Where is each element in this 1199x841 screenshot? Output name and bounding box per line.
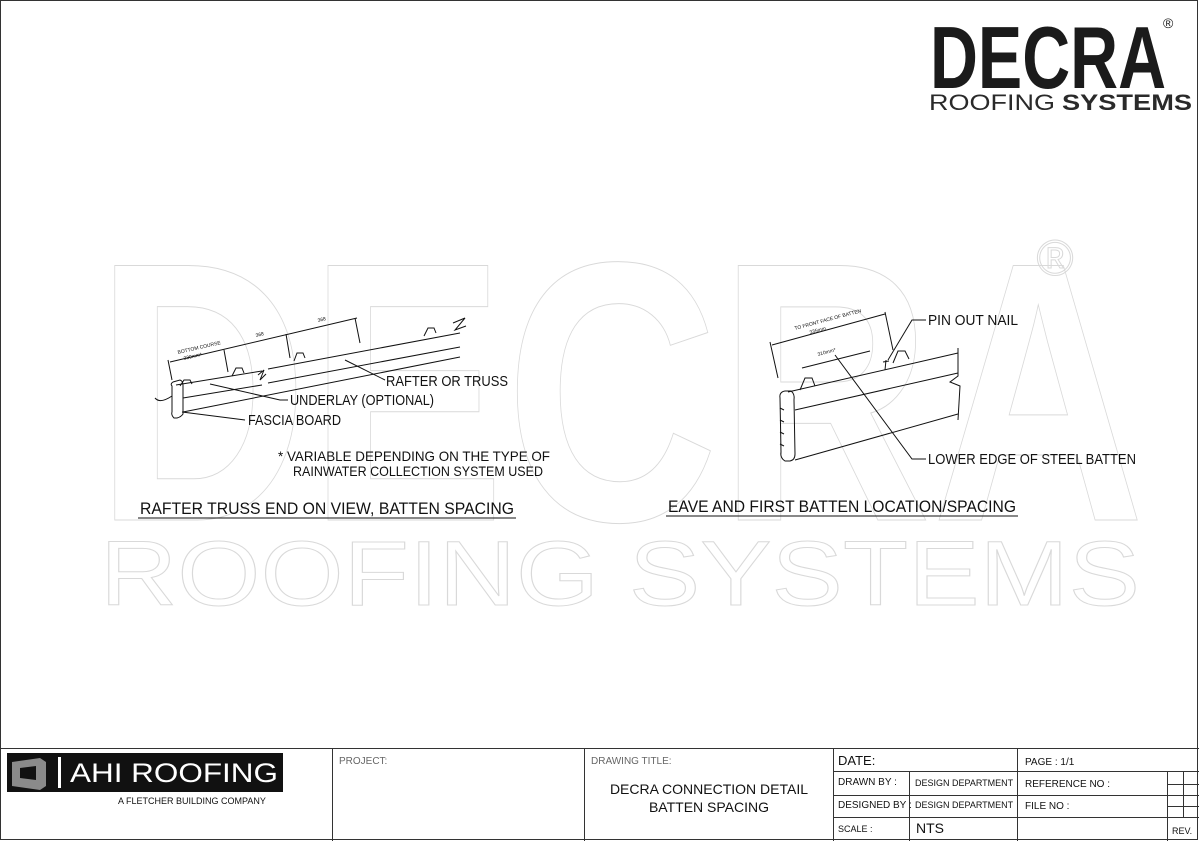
- company-tagline: A FLETCHER BUILDING COMPANY: [118, 796, 266, 806]
- roof-sheet-line: [175, 332, 461, 386]
- leader-fascia: [181, 411, 246, 421]
- batten-4: [423, 327, 437, 337]
- dim-bottom-value: 330mm*: [183, 352, 203, 362]
- break-line-1: [257, 369, 267, 381]
- ahi-logo: AHI ROOFING: [7, 753, 283, 792]
- watermark-word: DECRA: [95, 186, 1145, 599]
- right-dim-inner-value: 310mm*: [817, 347, 837, 358]
- reference-label: REFERENCE NO :: [1025, 779, 1111, 790]
- batten-1: [179, 379, 193, 387]
- logo-sub-roofing: ROOFING: [929, 90, 1055, 115]
- label-underlay: UNDERLAY (OPTIONAL): [290, 392, 434, 409]
- scale-label: SCALE :: [838, 824, 873, 834]
- dim-mid: 368: [255, 331, 265, 339]
- right-rafter-lines: [794, 372, 959, 461]
- watermark: DECRA ROOFING SYSTEMS ®: [95, 186, 1146, 626]
- detail-right-text: TO FRONT FACE OF BATTEN 335mm 310mm* PIN…: [666, 308, 1136, 517]
- dim-right: 368: [317, 316, 327, 324]
- label-fascia: FASCIA BOARD: [248, 412, 341, 429]
- drawing-title-label: DRAWING TITLE:: [591, 756, 672, 767]
- dim-lines-left: [167, 317, 361, 381]
- label-rafter: RAFTER OR TRUSS: [386, 373, 508, 390]
- note-line-2: RAINWATER COLLECTION SYSTEM USED: [293, 463, 543, 479]
- right-fascia-notches: [779, 407, 785, 447]
- date-label: DATE:: [838, 753, 876, 768]
- drawing-title-line-2: BATTEN SPACING: [648, 799, 770, 815]
- ahi-logo-mark: [12, 758, 46, 790]
- logo-sub-systems: SYSTEMS: [1062, 90, 1192, 115]
- decra-logo: DECRA ® ROOFING SYSTEMS: [929, 8, 1192, 115]
- detail-left-text: BOTTOM COURSE 330mm* 368 368 RAFTER OR T…: [138, 316, 550, 519]
- drawing-title-line-1: DECRA CONNECTION DETAIL: [609, 781, 809, 797]
- scale-value: NTS: [916, 820, 944, 836]
- drawn-by-value: DESIGN DEPARTMENT: [915, 778, 1014, 788]
- gutter-hook: [154, 395, 173, 402]
- logo-registered: ®: [1163, 15, 1174, 31]
- right-dim-outer-value: 335mm: [809, 326, 827, 336]
- note-line-1: * VARIABLE DEPENDING ON THE TYPE OF: [278, 448, 550, 464]
- detail-left-title: RAFTER TRUSS END ON VIEW, BATTEN SPACING: [140, 499, 514, 518]
- ahi-logo-divider: [58, 757, 61, 788]
- rafter-lines: [182, 346, 461, 413]
- project-label: PROJECT:: [339, 756, 388, 767]
- label-pin-nail: PIN OUT NAIL: [928, 312, 1018, 329]
- leader-lower-edge: [834, 354, 926, 460]
- page-label: PAGE : 1/1: [1025, 757, 1075, 768]
- company-name: AHI ROOFING: [70, 758, 278, 788]
- detail-right-title: EAVE AND FIRST BATTEN LOCATION/SPACING: [668, 497, 1016, 516]
- file-label: FILE NO :: [1025, 801, 1070, 812]
- right-break-line: [948, 348, 961, 421]
- detail-left: [154, 317, 467, 421]
- ahi-logo-bar: [7, 753, 283, 792]
- batten-3: [293, 352, 306, 362]
- rev-label: REV.: [1172, 826, 1193, 836]
- designed-by-label: DESIGNED BY :: [838, 800, 912, 811]
- right-batten-2: [892, 350, 910, 364]
- drawn-by-label: DRAWN BY :: [838, 777, 897, 788]
- pin-nail: [882, 359, 890, 371]
- leader-rafter: [344, 359, 386, 381]
- logo-word: DECRA: [930, 8, 1166, 107]
- right-dim-lines: [769, 311, 894, 379]
- break-line-2: [452, 317, 467, 332]
- right-batten-1: [799, 377, 816, 391]
- fascia-board: [170, 379, 184, 419]
- right-fascia: [779, 390, 796, 462]
- detail-right: [769, 311, 961, 462]
- title-block-grid: [0, 748, 1199, 841]
- leader-underlay: [209, 383, 288, 401]
- watermark-sub: ROOFING SYSTEMS: [100, 523, 1140, 625]
- batten-2: [231, 367, 245, 377]
- label-lower-edge: LOWER EDGE OF STEEL BATTEN: [928, 451, 1136, 468]
- right-sheet-line: [787, 352, 959, 393]
- watermark-registered: ®: [1037, 230, 1074, 286]
- leader-pin: [887, 319, 926, 361]
- designed-by-value: DESIGN DEPARTMENT: [915, 800, 1014, 810]
